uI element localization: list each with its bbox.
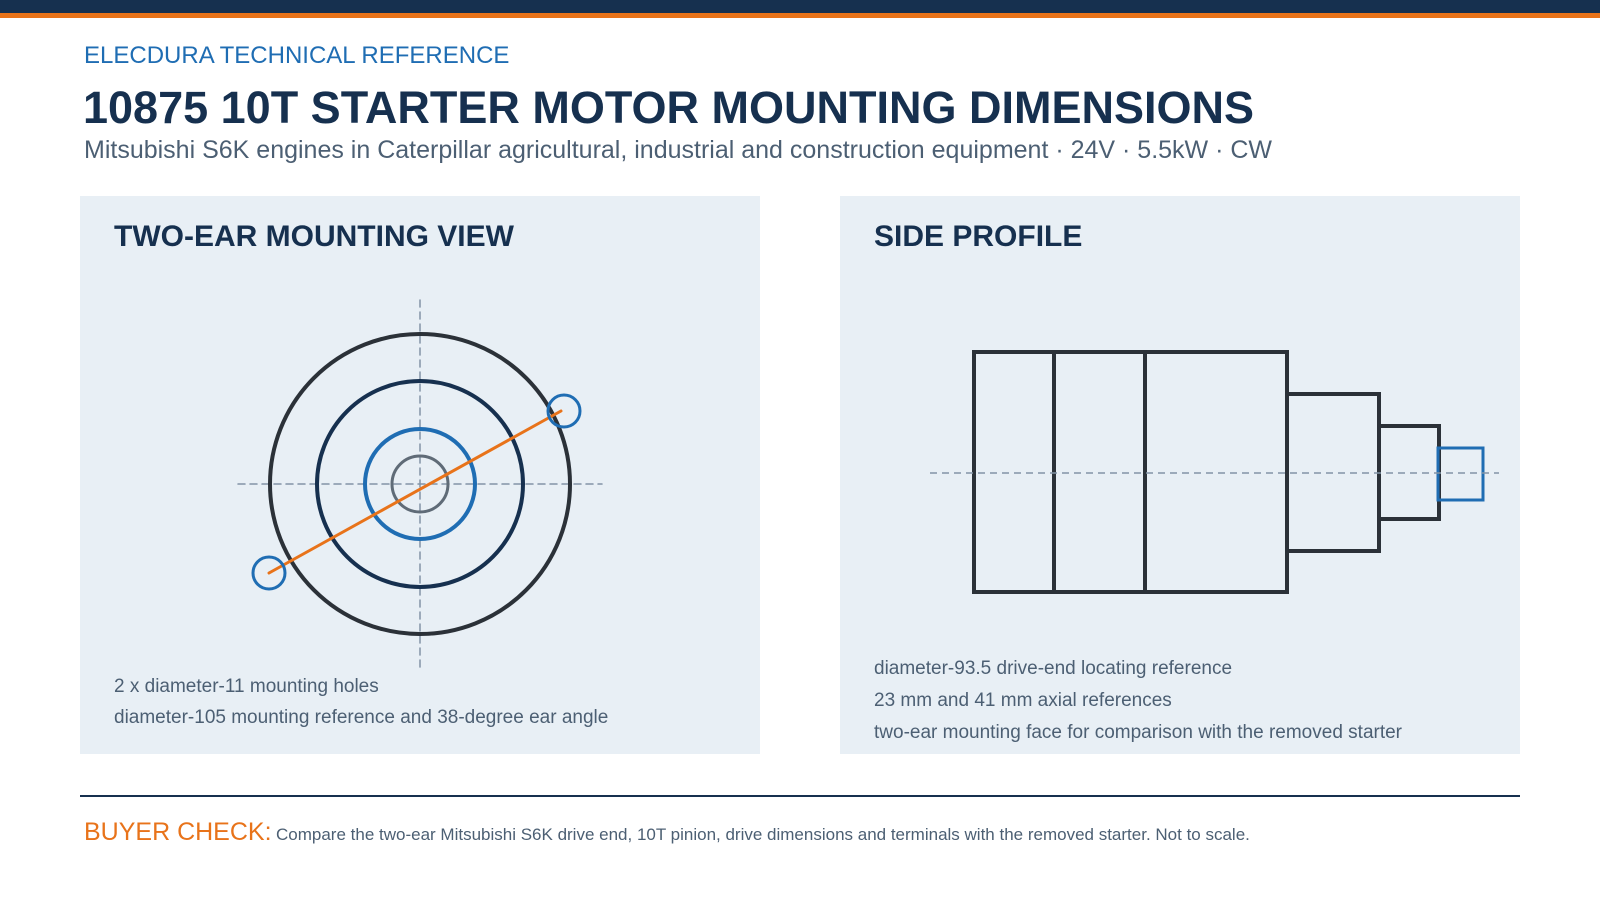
mounting-note-holes: 2 x diameter-11 mounting holes	[114, 676, 379, 697]
mounting-hole-upper	[546, 393, 582, 429]
side-note-diameter: diameter-93.5 drive-end locating referen…	[874, 658, 1233, 679]
side-profile-panel: SIDE PROFILE diameter-93.5 drive-end loc…	[840, 196, 1520, 754]
side-profile-title: SIDE PROFILE	[874, 220, 1083, 253]
buyer-check-text: Compare the two-ear Mitsubishi S6K drive…	[276, 825, 1250, 844]
top-bar-accent	[0, 13, 1600, 18]
side-profile-drawing	[930, 350, 1499, 594]
mounting-reference-circle	[315, 379, 525, 589]
buyer-check-label: BUYER CHECK:	[84, 818, 272, 846]
mounting-hole-lower	[251, 555, 287, 591]
buyer-check-footer: BUYER CHECK: Compare the two-ear Mitsubi…	[84, 818, 1250, 847]
eyebrow-label: ELECDURA TECHNICAL REFERENCE	[84, 42, 510, 69]
pinion-outline	[1436, 446, 1485, 502]
mounting-view-drawing	[237, 299, 603, 671]
top-bar	[0, 0, 1600, 13]
pinion-circle	[390, 454, 450, 514]
page-title: 10875 10T STARTER MOTOR MOUNTING DIMENSI…	[83, 82, 1255, 133]
footer-divider	[80, 795, 1520, 797]
page-subtitle: Mitsubishi S6K engines in Caterpillar ag…	[84, 136, 1273, 164]
mounting-view-panel: TWO-EAR MOUNTING VIEW 2 x diameter-11 mo…	[80, 196, 760, 754]
side-note-mounting-face: two-ear mounting face for comparison wit…	[874, 722, 1403, 743]
ear-angle-line	[267, 409, 563, 575]
side-note-axial: 23 mm and 41 mm axial references	[874, 690, 1172, 711]
mounting-view-title: TWO-EAR MOUNTING VIEW	[114, 220, 514, 253]
locating-diameter-circle	[363, 427, 477, 541]
motor-body-outline	[972, 350, 1289, 594]
flange-outer-circle	[268, 332, 572, 636]
mounting-note-reference: diameter-105 mounting reference and 38-d…	[114, 707, 609, 728]
